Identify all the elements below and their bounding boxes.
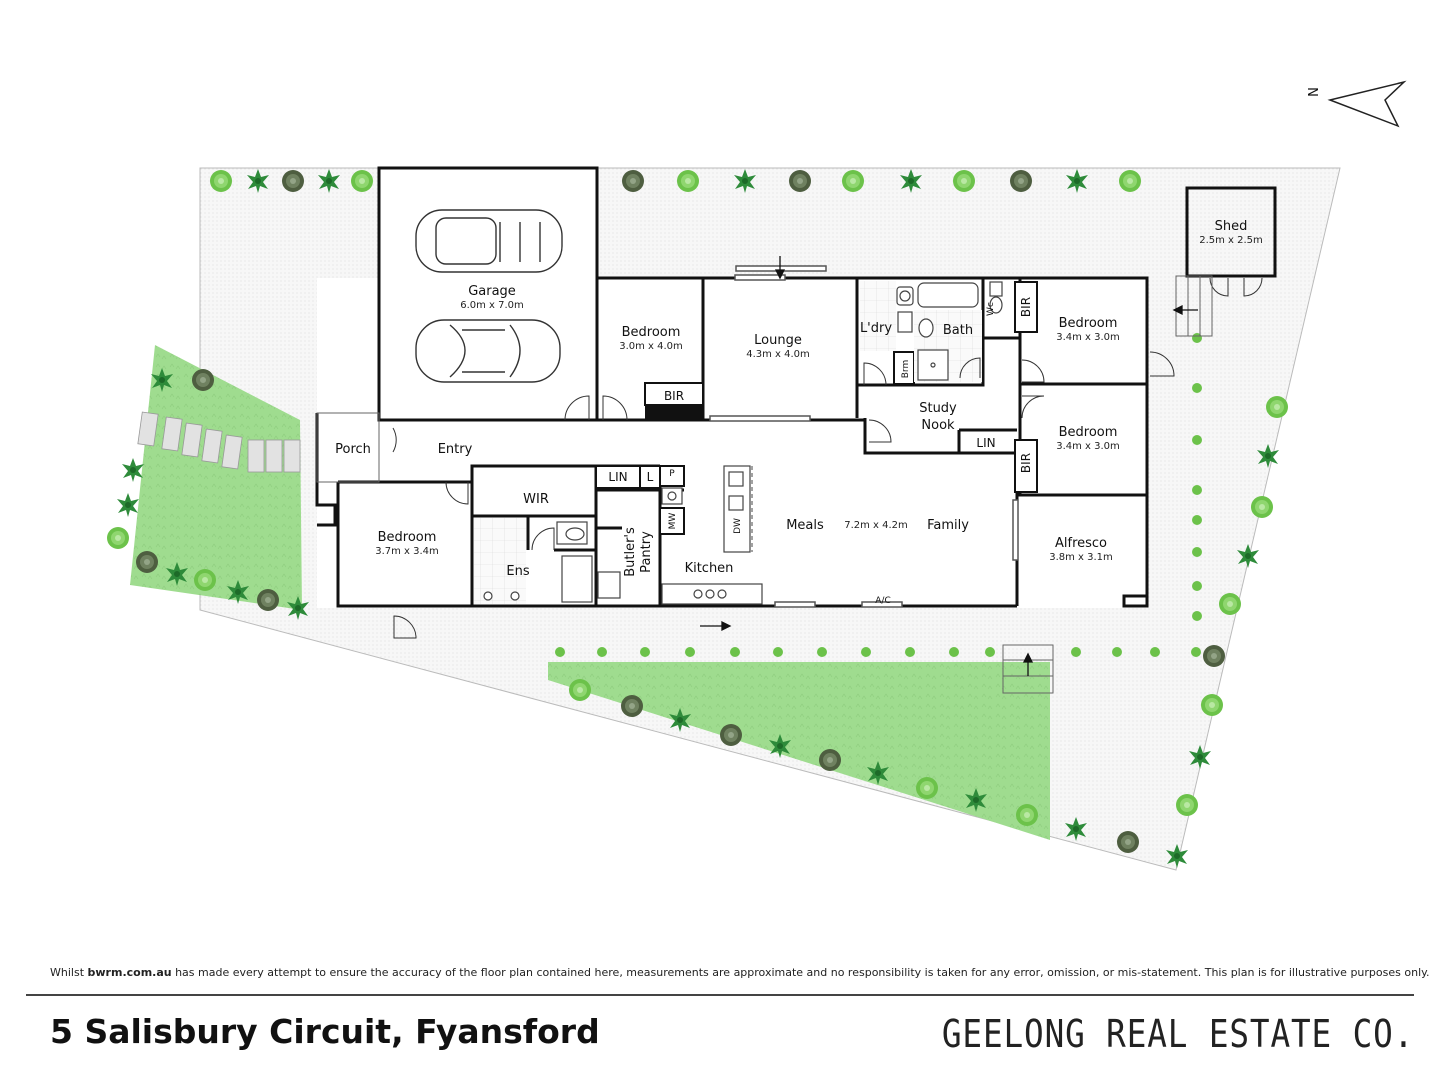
dims-alfresco: 3.8m x 3.1m [1049,552,1113,563]
lawn-side [548,662,1050,840]
dims-living: 7.2m x 4.2m [844,520,908,531]
label-lin-study: LIN [976,436,995,450]
stepping-stones [137,411,301,473]
disclaimer-text-pre: Whilst [50,966,88,979]
label-dw: DW [733,518,743,534]
dims-bedroom-master: 3.7m x 3.4m [375,546,439,557]
north-label: N [1307,87,1322,97]
label-ens: Ens [506,564,529,579]
north-arrow-icon: N [1307,80,1407,128]
dims-garage: 6.0m x 7.0m [460,300,524,311]
label-lin-pantry: LIN [608,470,627,484]
property-address: 5 Salisbury Circuit, Fyansford [50,1012,600,1051]
label-bedroom-front: Bedroom [622,325,681,340]
ensuite-tiles [474,518,526,604]
label-wir: WIR [523,492,549,507]
label-mw: MW [668,513,678,530]
label-family: Family [927,518,969,533]
label-study: Study [919,401,957,416]
label-lounge: Lounge [754,333,802,348]
label-bir-rear-1: BIR [1019,297,1033,317]
label-bir-rear-2: BIR [1019,453,1033,473]
dims-lounge: 4.3m x 4.0m [746,349,810,360]
label-pantry-p: P [669,469,675,479]
footer-divider [26,994,1414,996]
windows [709,265,1019,608]
lawn-front [130,345,302,610]
label-bath: Bath [943,323,973,338]
label-laundry: L'dry [860,321,892,336]
porch-steps [316,275,1213,694]
entry-arrows [700,256,1198,676]
fixtures [483,281,1003,605]
dims-shed: 2.5m x 2.5m [1199,235,1263,246]
label-powder: Brm [901,360,911,378]
label-porch: Porch [335,442,371,457]
garage [377,166,599,422]
label-bedroom-master: Bedroom [378,530,437,545]
label-wc: Wc [986,302,996,316]
label-garage: Garage [468,284,516,299]
door-swings [392,277,1263,639]
label-kitchen: Kitchen [685,561,734,576]
disclaimer-text-post: has made every attempt to ensure the acc… [171,966,1430,979]
agency-brand: GEELONG REAL ESTATE CO. [941,1012,1414,1056]
label-bir-front: BIR [664,389,684,403]
label-shed: Shed [1215,219,1248,234]
hedge-dots [555,333,1202,657]
label-alfresco: Alfresco [1055,536,1107,551]
label-pantry-l: L [647,470,654,484]
label-pantry: Pantry [639,531,654,573]
label-entry: Entry [438,442,473,457]
label-ac: A/C [875,596,890,606]
label-bedroom-rear-1: Bedroom [1059,316,1118,331]
room-labels: Garage 6.0m x 7.0m Bedroom 3.0m x 4.0m B… [335,219,1263,606]
built-in-robes [595,281,1038,535]
label-butlers: Butler's [623,527,638,577]
disclaimer: Whilst bwrm.com.au has made every attemp… [50,966,1430,979]
label-meals: Meals [786,518,824,533]
floor-plan: N Garage 6.0m x 7.0m Bedroom 3.0m x 4.0m… [107,80,1407,871]
dims-bedroom-rear-2: 3.4m x 3.0m [1056,441,1120,452]
dims-bedroom-rear-1: 3.4m x 3.0m [1056,332,1120,343]
laundry-tiles [860,281,896,351]
car-icon [415,319,561,383]
label-nook: Nook [921,418,955,433]
dims-bedroom-front: 3.0m x 4.0m [619,341,683,352]
label-bedroom-rear-2: Bedroom [1059,425,1118,440]
disclaimer-site: bwrm.com.au [87,966,172,979]
car-icon [415,209,563,273]
